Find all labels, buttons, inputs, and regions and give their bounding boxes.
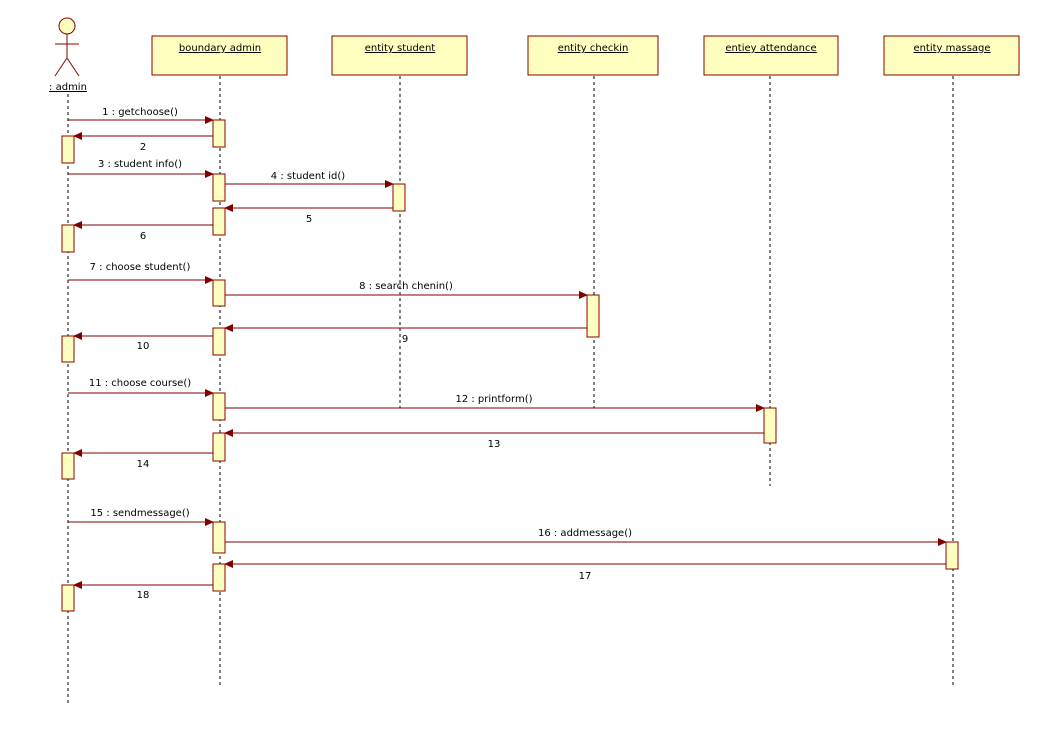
activation-bar	[61, 135, 75, 164]
activation-bar	[212, 119, 226, 148]
message-label: 14	[137, 459, 150, 470]
lifeline-entity-student: entity student	[331, 35, 468, 76]
message-label: 6	[140, 231, 146, 242]
lifeline-box	[151, 35, 288, 76]
lifeline-box	[331, 35, 468, 76]
activation-bar	[212, 173, 226, 202]
message-label: 5	[306, 214, 312, 225]
message-label: 7 : choose student()	[90, 262, 191, 273]
activation-bar	[763, 407, 777, 444]
lifeline-box	[527, 35, 659, 76]
activation-bar	[212, 432, 226, 462]
lifeline-label: entiey attendance	[725, 43, 816, 54]
message-label: 13	[488, 439, 501, 450]
message-label: 3 : student info()	[98, 159, 182, 170]
lifeline-entity-checkin: entity checkin	[527, 35, 659, 76]
lifeline-label: entity checkin	[558, 43, 629, 54]
lifeline-box	[883, 35, 1020, 76]
activation-bar	[212, 207, 226, 236]
lifeline-boundary-admin: boundary admin	[151, 35, 288, 76]
message-label: 12 : printform()	[455, 394, 532, 405]
actor-admin: : admin	[49, 17, 87, 93]
activation-bar	[212, 563, 226, 592]
activation-bar	[392, 183, 406, 212]
activation-bar	[61, 224, 75, 253]
lifeline-entity-attendance: entiey attendance	[703, 35, 839, 76]
lifeline-box	[703, 35, 839, 76]
lifeline-label: boundary admin	[179, 43, 261, 54]
activation-bar	[212, 327, 226, 356]
activation-bar	[212, 392, 226, 421]
message-label: 8 : search chenin()	[359, 281, 453, 292]
lifeline-entity-massage: entity massage	[883, 35, 1020, 76]
lifeline-label: entity student	[365, 43, 436, 54]
message-label: 2	[140, 142, 146, 153]
message-label: 17	[579, 571, 592, 582]
actor-label: : admin	[49, 82, 87, 93]
message-label: 4 : student id()	[271, 171, 346, 182]
message-label: 9	[402, 334, 408, 345]
activation-bar	[945, 541, 959, 570]
activation-bar	[586, 294, 600, 338]
activation-bar	[212, 279, 226, 307]
message-label: 18	[137, 590, 150, 601]
message-label: 1 : getchoose()	[102, 107, 178, 118]
activation-bar	[212, 521, 226, 554]
message-label: 11 : choose course()	[89, 378, 191, 389]
activation-bar	[61, 335, 75, 363]
message-label: 16 : addmessage()	[538, 528, 632, 539]
activation-bar	[61, 584, 75, 612]
lifeline-label: entity massage	[913, 43, 990, 54]
message-label: 10	[137, 341, 150, 352]
activation-bar	[61, 452, 75, 480]
message-label: 15 : sendmessage()	[90, 508, 189, 519]
actor-icon	[54, 17, 80, 77]
